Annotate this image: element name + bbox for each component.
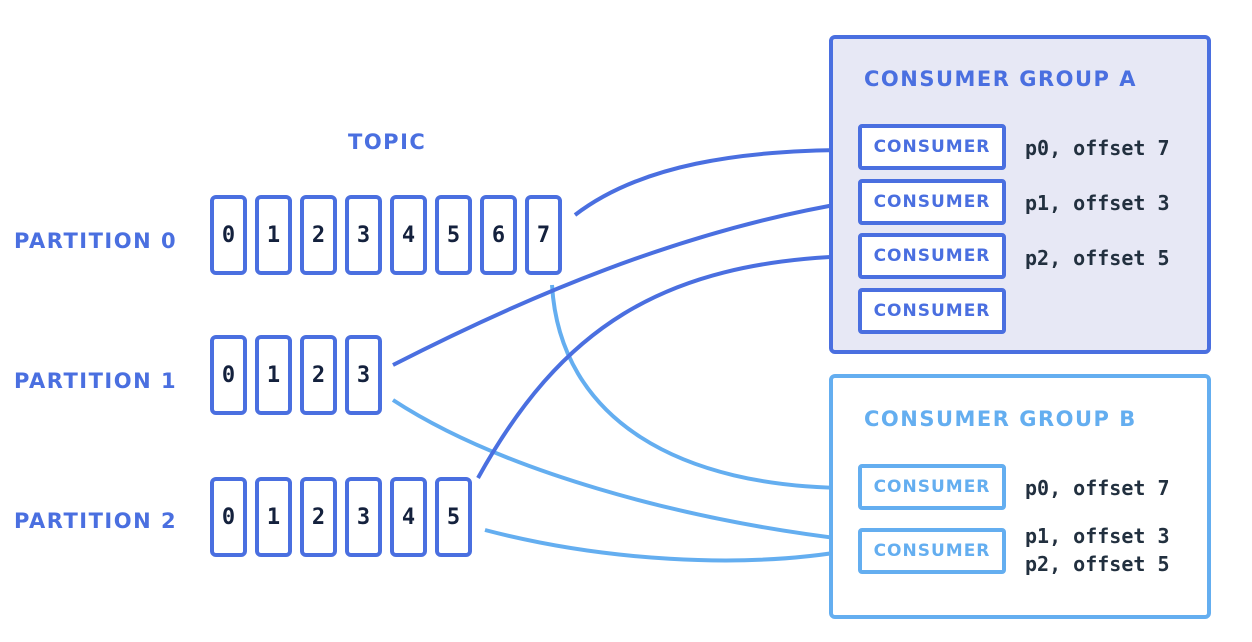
partition-2-cell: 2: [300, 477, 337, 557]
partition-0-cell: 3: [345, 195, 382, 275]
group-a-consumer-1: CONSUMER: [858, 124, 1006, 170]
consumer-group-a-title: CONSUMER GROUP A: [864, 67, 1138, 91]
arrow-p1-to-group-a: [392, 198, 855, 367]
group-a-consumer-3-offset: p2, offset 5: [1025, 246, 1170, 270]
partition-2-cell: 0: [210, 477, 247, 557]
group-a-consumer-4: CONSUMER: [858, 288, 1006, 334]
partition-2-cell: 3: [345, 477, 382, 557]
group-b-consumer-2-offset-2: p2, offset 5: [1025, 552, 1170, 576]
arrow-p0-to-group-a: [573, 145, 855, 217]
partition-1-cell: 0: [210, 335, 247, 415]
arrow-p2-to-group-b: [484, 528, 855, 563]
arrow-p1-to-group-b: [391, 398, 855, 545]
partition-0-cell: 0: [210, 195, 247, 275]
partition-0-cell: 7: [525, 195, 562, 275]
partition-2-cell: 5: [435, 477, 472, 557]
topic-label: TOPIC: [348, 130, 427, 154]
group-b-consumer-2: CONSUMER: [858, 528, 1006, 574]
arrow-p0-to-group-b: [550, 284, 855, 493]
group-b-consumer-1-offset: p0, offset 7: [1025, 476, 1170, 500]
group-a-consumer-1-offset: p0, offset 7: [1025, 136, 1170, 160]
arrow-p2-to-group-a: [476, 251, 855, 479]
partition-1-cell: 1: [255, 335, 292, 415]
partition-2-label: PARTITION 2: [14, 509, 178, 533]
partition-1-cell: 3: [345, 335, 382, 415]
partition-0-cell: 2: [300, 195, 337, 275]
group-b-consumer-1: CONSUMER: [858, 464, 1006, 510]
partition-2-cell: 4: [390, 477, 427, 557]
partition-1-cell: 2: [300, 335, 337, 415]
partition-0-cell: 1: [255, 195, 292, 275]
partition-2-cell: 1: [255, 477, 292, 557]
partition-0-cell: 4: [390, 195, 427, 275]
group-b-consumer-2-offset-1: p1, offset 3: [1025, 524, 1170, 548]
partition-0-label: PARTITION 0: [14, 229, 178, 253]
partition-0-cell: 6: [480, 195, 517, 275]
consumer-group-b-title: CONSUMER GROUP B: [864, 407, 1137, 431]
partition-1-label: PARTITION 1: [14, 369, 178, 393]
group-a-consumer-2: CONSUMER: [858, 179, 1006, 225]
partition-0-cell: 5: [435, 195, 472, 275]
group-a-consumer-2-offset: p1, offset 3: [1025, 191, 1170, 215]
group-a-consumer-3: CONSUMER: [858, 233, 1006, 279]
